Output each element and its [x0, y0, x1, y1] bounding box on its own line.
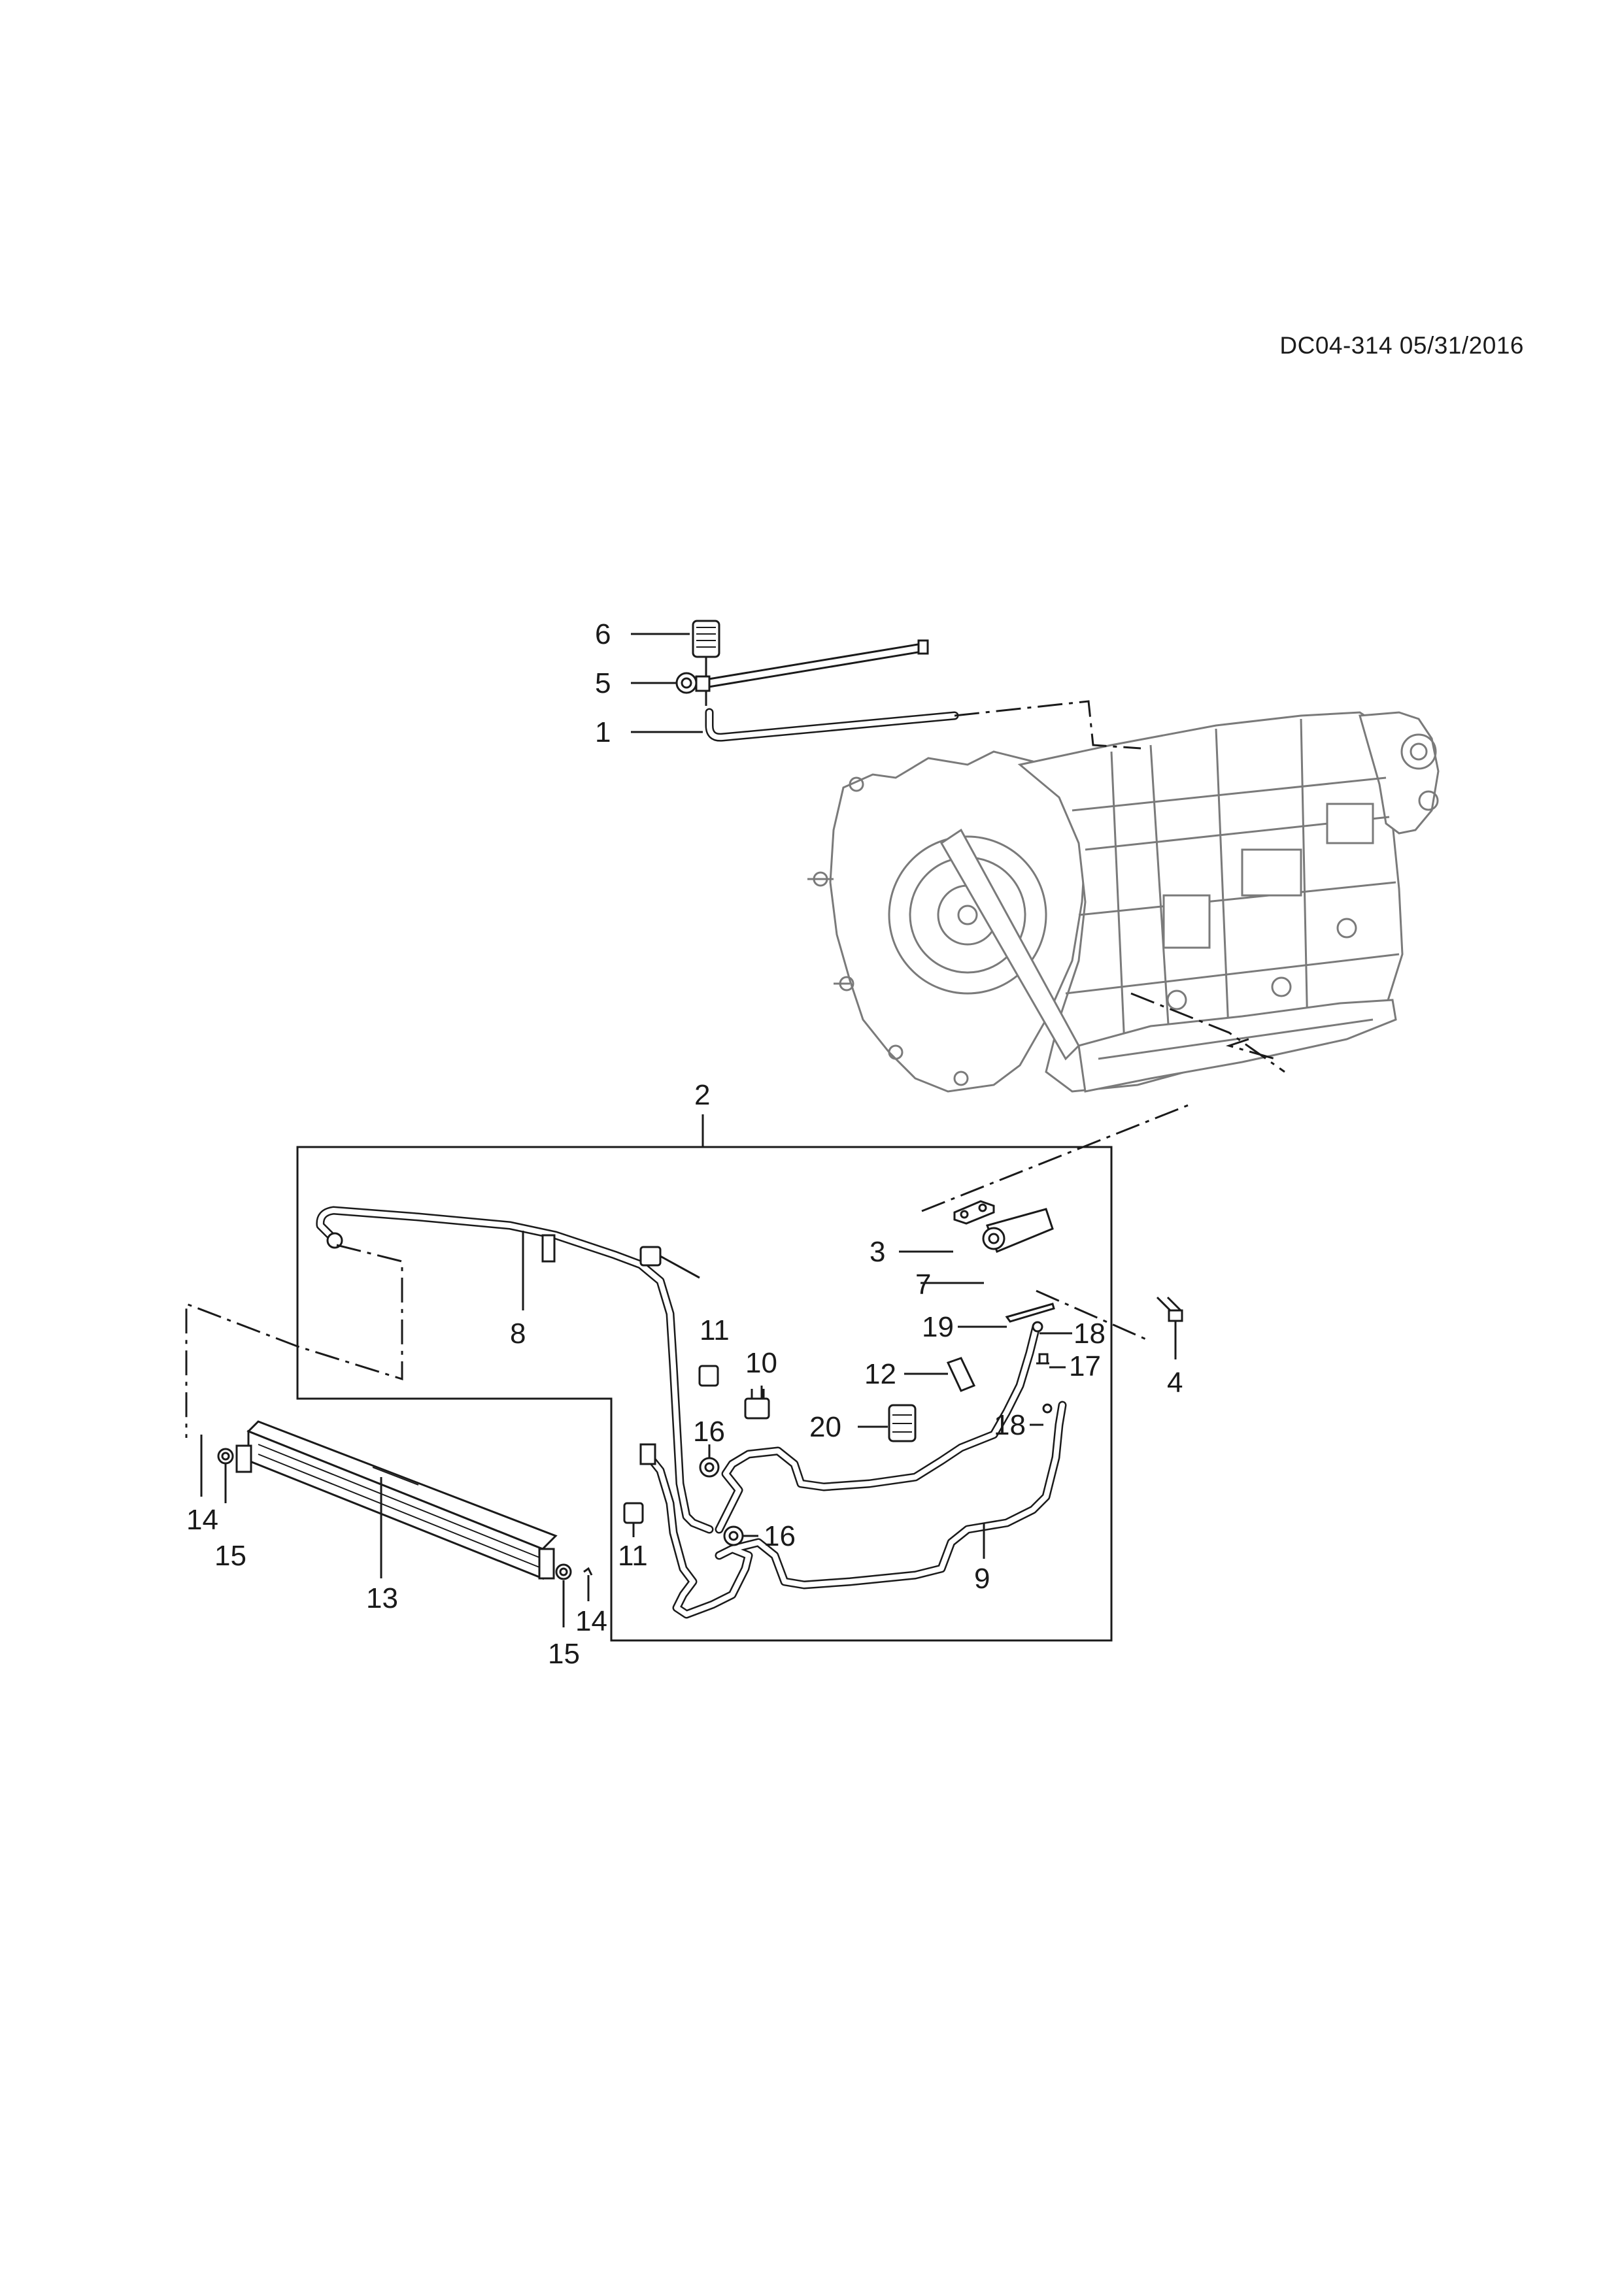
cooler-pipe-9-icon — [639, 1401, 1067, 1619]
callout-19: 19 — [922, 1311, 954, 1343]
callout-16-upper: 16 — [693, 1416, 725, 1448]
callout-2: 2 — [694, 1079, 710, 1111]
oil-cooler-13-icon — [235, 1420, 558, 1580]
callout-16-lower: 16 — [764, 1520, 796, 1552]
group-frame — [296, 1146, 1113, 1642]
callout-14-right: 14 — [575, 1605, 607, 1637]
callout-1: 1 — [595, 716, 611, 748]
clip-11-mid-icon — [698, 1365, 719, 1387]
callout-11-lower: 11 — [618, 1540, 648, 1572]
callout-18-lower: 18 — [994, 1409, 1026, 1441]
callout-4: 4 — [1167, 1367, 1183, 1399]
clip-10-icon — [744, 1389, 770, 1420]
gasket-3-icon — [953, 1200, 995, 1225]
dipstick-assembly-icon — [675, 620, 959, 742]
callout-5: 5 — [595, 667, 611, 699]
fitting-15-left-icon — [217, 1448, 234, 1465]
callout-3: 3 — [870, 1236, 885, 1268]
callout-15-right: 15 — [548, 1638, 580, 1670]
callout-9: 9 — [974, 1563, 990, 1595]
clip-17-icon — [1036, 1353, 1049, 1365]
callout-13: 13 — [366, 1582, 398, 1614]
callout-12: 12 — [864, 1358, 896, 1390]
hose-clamp-16-lower-icon — [723, 1525, 744, 1546]
hose-clamp-16-upper-icon — [699, 1457, 720, 1478]
clamp-20-icon — [888, 1404, 917, 1442]
callout-7: 7 — [915, 1269, 931, 1301]
document-reference: DC04-314 05/31/2016 — [1279, 332, 1524, 359]
cooler-pipe-8-icon — [316, 1206, 714, 1534]
callout-17: 17 — [1069, 1350, 1101, 1382]
clip-12-icon — [946, 1357, 976, 1392]
bolt-4-icon — [1156, 1296, 1183, 1359]
transmission-assembly-icon — [807, 711, 1440, 1093]
cooler-pipe-middle-icon — [715, 1322, 1041, 1534]
callout-11-upper: 11 — [700, 1314, 730, 1346]
clip-11-upper-icon — [639, 1246, 662, 1267]
fitting-15-right-icon — [555, 1563, 572, 1580]
callout-15-left: 15 — [214, 1540, 246, 1572]
fitting-18b-icon — [1042, 1403, 1053, 1414]
clip-14-right-icon — [583, 1567, 593, 1601]
fitting-18-icon — [1032, 1321, 1043, 1333]
bracket-19-icon — [1005, 1303, 1055, 1323]
callout-20: 20 — [809, 1411, 841, 1443]
callout-6: 6 — [595, 618, 611, 650]
fitting-block-7-icon — [982, 1208, 1054, 1253]
clip-11-lower-icon — [623, 1502, 644, 1524]
callout-8: 8 — [510, 1318, 526, 1350]
callout-18-upper: 18 — [1073, 1318, 1106, 1350]
callout-10: 10 — [745, 1347, 777, 1379]
callout-14-left: 14 — [186, 1504, 218, 1536]
